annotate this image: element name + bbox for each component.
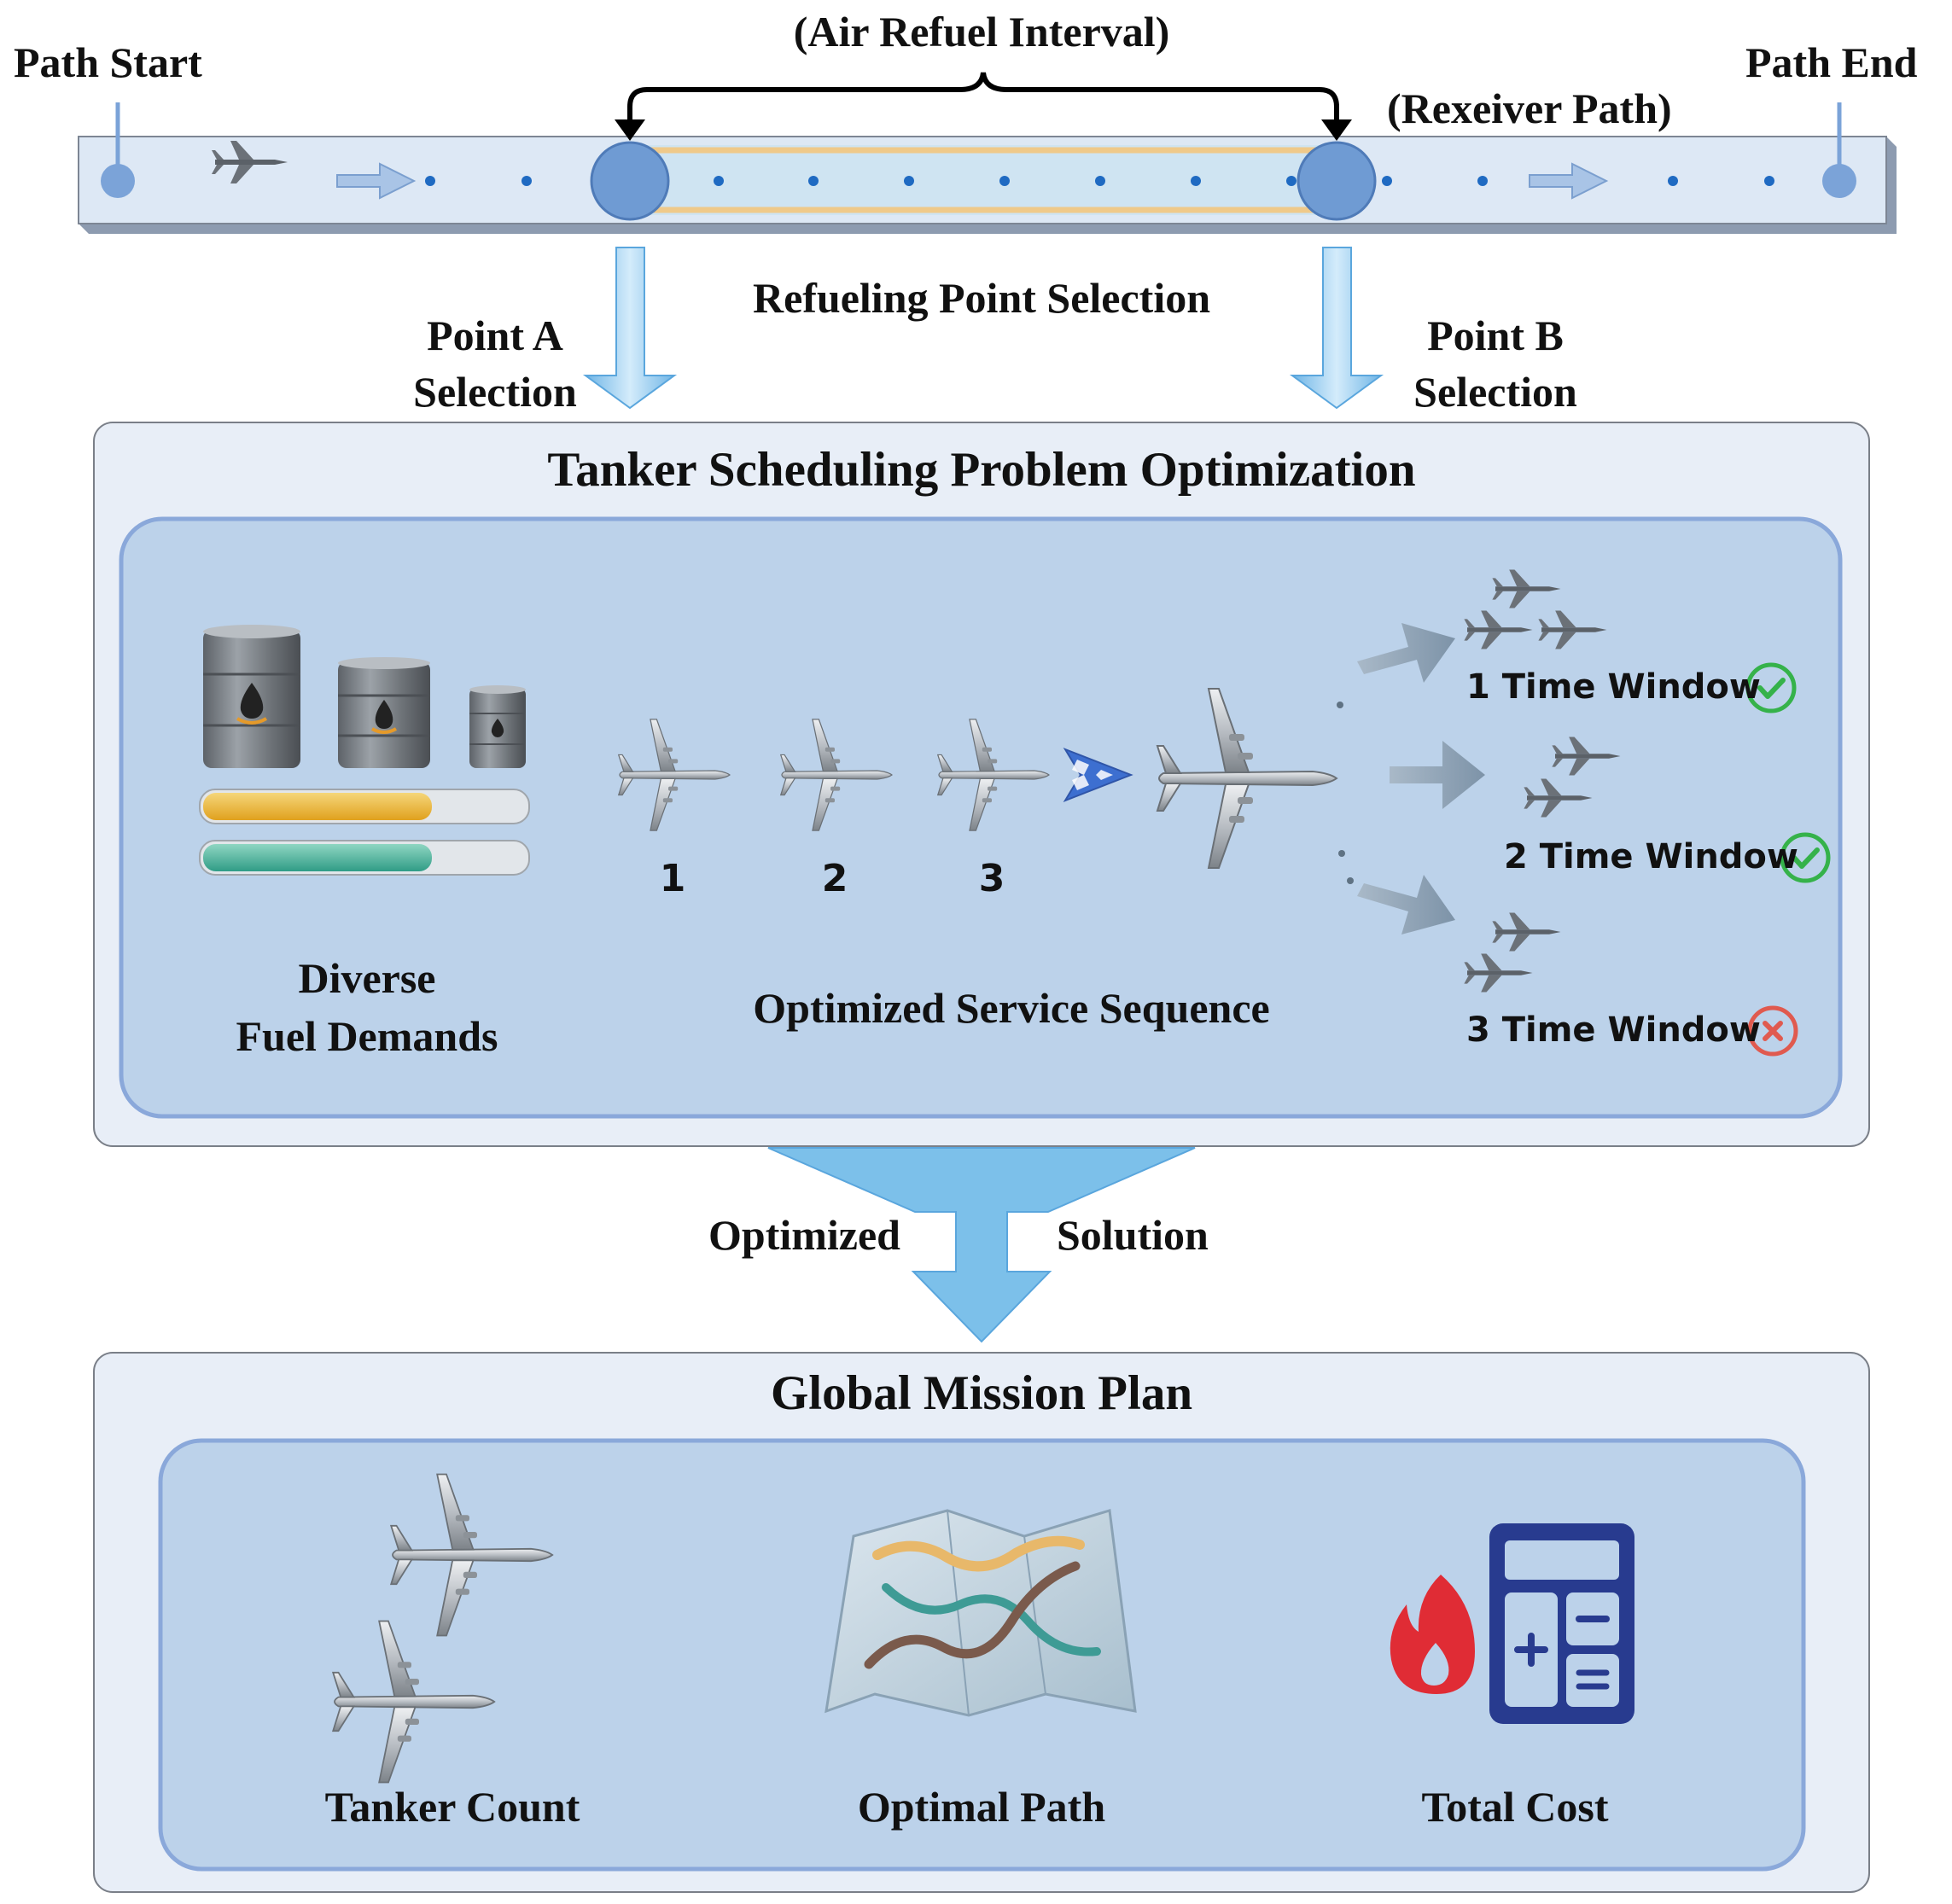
point-b-arrow [1289,247,1384,410]
refueling-point-selection-label: Refueling Point Selection [752,274,1211,322]
optimized-solution-arrow [767,1147,1196,1343]
sequence-number: 1 [659,857,686,900]
point-b-line-2: Selection [1413,368,1577,416]
scheduling-title: Tanker Scheduling Problem Optimization [547,443,1416,497]
path-dots [425,176,1774,186]
point-a-selection-label: Point A Selection [376,307,615,420]
path-arrow-icon [1529,162,1609,200]
branch-arrow-icon [1390,741,1485,809]
branch-arrow-icon [1357,623,1455,683]
flame-icon [1390,1575,1475,1694]
branch-arrow-icon [1357,875,1455,935]
fuel-barrel-icon [203,625,300,768]
fuel-demands-line-2: Fuel Demands [236,1012,498,1060]
interval-bracket [615,72,1352,141]
fuel-demands-label: Diverse Fuel Demands [171,949,563,1065]
total-cost-label: Total Cost [1421,1783,1609,1831]
path-arrow-icon [336,162,417,200]
point-b-marker [1296,141,1377,221]
point-a-line-2: Selection [413,368,577,416]
solution-label: Solution [1057,1211,1209,1259]
fuel-level-bar [199,789,530,824]
map-icon [825,1509,1137,1717]
global-plan-title: Global Mission Plan [770,1366,1193,1420]
service-sequence-label: Optimized Service Sequence [753,984,1270,1032]
calculator-icon [1489,1523,1634,1724]
sequence-number: 2 [821,857,848,900]
point-a-line-1: Point A [427,312,563,359]
fuel-barrel-icon [338,657,430,768]
fuel-level-bar [199,840,530,876]
time-window-2-label: 2 Time Window [1504,837,1798,876]
point-a-arrow [582,247,678,410]
time-window-1-label: 1 Time Window [1466,667,1761,707]
path-end-label: Path End [1745,38,1918,86]
checkered-arrow-icon [1063,748,1133,802]
path-start-label: Path Start [14,38,202,86]
fuel-barrel-icon [469,685,526,768]
branch-dots [1337,702,1354,884]
path-start-pin [101,102,135,198]
refuel-interval-band [630,145,1337,215]
sequence-number: 3 [978,857,1005,900]
time-window-3-label: 3 Time Window [1466,1010,1761,1050]
optimized-label: Optimized [708,1211,900,1259]
optimal-path-label: Optimal Path [857,1783,1106,1831]
receiver-path-label: (Rexeiver Path) [1387,84,1672,132]
point-a-marker [590,141,670,221]
air-refuel-interval-label: (Air Refuel Interval) [793,8,1170,55]
path-end-pin [1822,102,1856,198]
point-b-line-1: Point B [1427,312,1564,359]
tanker-count-label: Tanker Count [324,1783,580,1831]
fuel-demands-line-1: Diverse [298,954,436,1002]
point-b-selection-label: Point B Selection [1376,307,1615,420]
